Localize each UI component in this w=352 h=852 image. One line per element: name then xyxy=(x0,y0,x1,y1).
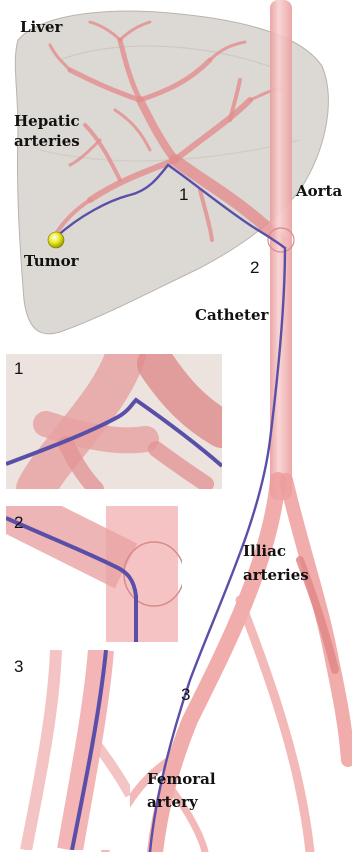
inset-2 xyxy=(6,506,182,642)
label-catheter: Catheter xyxy=(195,306,268,324)
label-femoral-artery-line1: Femoral xyxy=(147,770,216,788)
marker-3: 3 xyxy=(181,686,190,704)
marker-2: 2 xyxy=(250,259,259,277)
marker-1: 1 xyxy=(179,186,188,204)
label-aorta: Aorta xyxy=(296,182,342,200)
label-hepatic-arteries-line2: arteries xyxy=(14,132,80,150)
inset-1-illustration xyxy=(6,354,222,489)
inset-3-number: 3 xyxy=(14,658,23,676)
inset-3-illustration xyxy=(6,650,130,850)
inset-3 xyxy=(6,650,130,850)
label-hepatic-arteries-line1: Hepatic xyxy=(14,112,80,130)
inset-2-illustration xyxy=(6,506,182,642)
tumor xyxy=(48,232,64,248)
inset-2-number: 2 xyxy=(14,514,23,532)
label-femoral-artery-line2: artery xyxy=(147,793,198,811)
label-iliac-arteries-line2: arteries xyxy=(243,566,309,584)
label-iliac-arteries-line1: Illiac xyxy=(243,542,286,560)
label-tumor: Tumor xyxy=(24,252,78,270)
label-liver: Liver xyxy=(20,18,62,36)
inset-1-number: 1 xyxy=(14,360,23,378)
inset-1 xyxy=(6,354,222,489)
